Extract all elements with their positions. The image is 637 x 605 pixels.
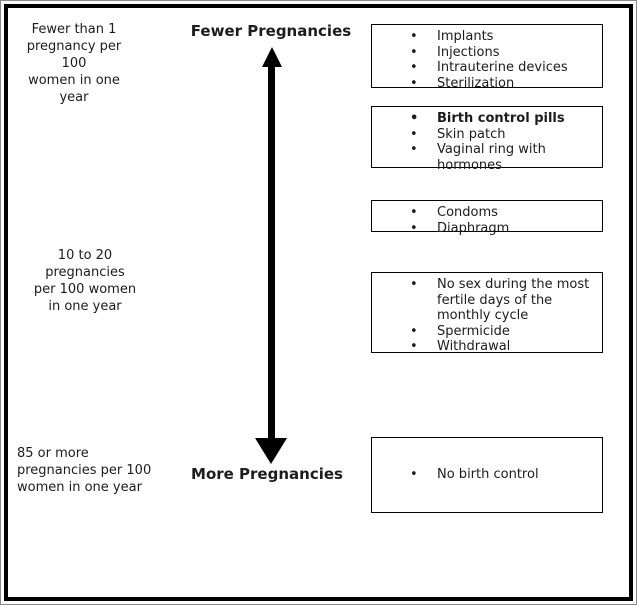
more-pregnancies-heading: More Pregnancies [191, 465, 343, 483]
methods-list: Condoms Diaphragm [372, 201, 610, 236]
list-item: No sex during the most fertile days of t… [372, 277, 602, 324]
list-item: Diaphragm [372, 221, 602, 237]
list-item: Skin patch [372, 127, 602, 143]
list-item: No birth control [372, 467, 594, 483]
fewer-pregnancies-heading: Fewer Pregnancies [190, 22, 352, 40]
methods-list: No birth control [372, 467, 602, 483]
methods-box-most-effective: Implants Injections Intrauterine devices… [371, 24, 603, 91]
arrow-down-head-icon [255, 438, 287, 464]
list-item: Implants [372, 29, 602, 45]
list-item: Birth control pills [372, 111, 602, 127]
list-item: Spermicide [372, 324, 602, 340]
methods-box-barrier: Condoms Diaphragm [371, 200, 603, 236]
methods-list: Birth control pills Skin patch Vaginal r… [372, 107, 610, 173]
list-item: Injections [372, 45, 602, 61]
arrow-shaft [268, 63, 275, 441]
list-item: Vaginal ring with hormones [372, 142, 602, 173]
methods-list: Implants Injections Intrauterine devices… [372, 25, 610, 91]
left-label-85-or-more: 85 or more pregnancies per 100 women in … [17, 446, 152, 495]
arrow-up-head-icon [262, 47, 282, 67]
left-label-fewer-than-1: Fewer than 1 pregnancy per 100 women in … [26, 22, 122, 105]
methods-list: No sex during the most fertile days of t… [372, 273, 610, 355]
list-item: Intrauterine devices [372, 60, 602, 76]
methods-box-behavioral: No sex during the most fertile days of t… [371, 272, 603, 354]
list-item: Condoms [372, 205, 602, 221]
list-item: Sterilization [372, 76, 602, 92]
list-item: Withdrawal [372, 339, 602, 355]
methods-box-hormonal: Birth control pills Skin patch Vaginal r… [371, 106, 603, 173]
methods-box-no-birth-control: No birth control [371, 437, 603, 513]
left-label-10-to-20: 10 to 20 pregnancies per 100 women in on… [33, 248, 137, 314]
